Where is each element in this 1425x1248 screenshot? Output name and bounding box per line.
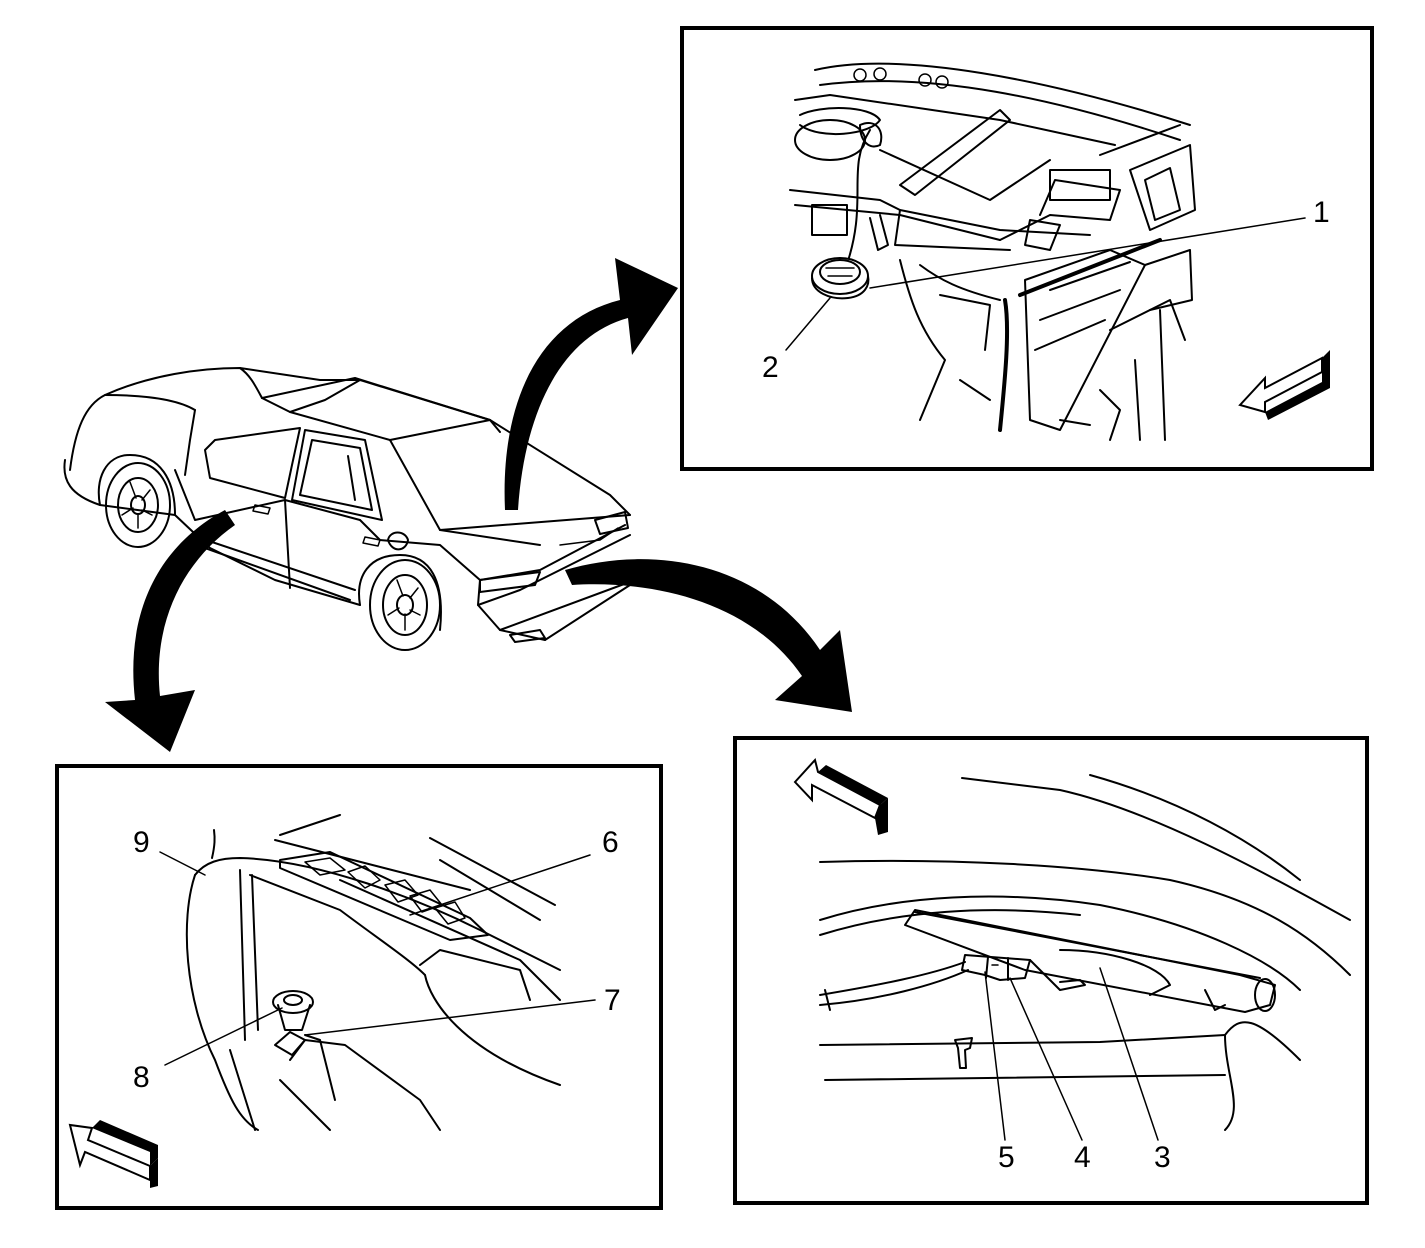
hollow-3d-arrow-icon — [68, 1120, 158, 1188]
callout-9: 9 — [133, 826, 150, 859]
detail-panel-top — [680, 26, 1374, 471]
callout-8: 8 — [133, 1061, 150, 1094]
curved-black-arrow-icon — [565, 559, 852, 712]
detail-panel-bottom-left — [55, 764, 663, 1210]
callout-4: 4 — [1074, 1141, 1091, 1174]
callout-6: 6 — [602, 826, 619, 859]
curved-black-arrow-icon — [504, 258, 678, 510]
hollow-3d-arrow-icon — [793, 757, 888, 835]
callout-1: 1 — [1313, 196, 1330, 229]
callout-5: 5 — [998, 1141, 1015, 1174]
callout-7: 7 — [604, 984, 621, 1017]
callout-3: 3 — [1154, 1141, 1171, 1174]
vehicle-overview — [63, 367, 636, 651]
detail-panel-bottom-right — [733, 736, 1369, 1205]
callout-2: 2 — [762, 351, 779, 384]
curved-black-arrow-icon — [105, 510, 235, 752]
hollow-3d-arrow-icon — [1238, 350, 1330, 420]
